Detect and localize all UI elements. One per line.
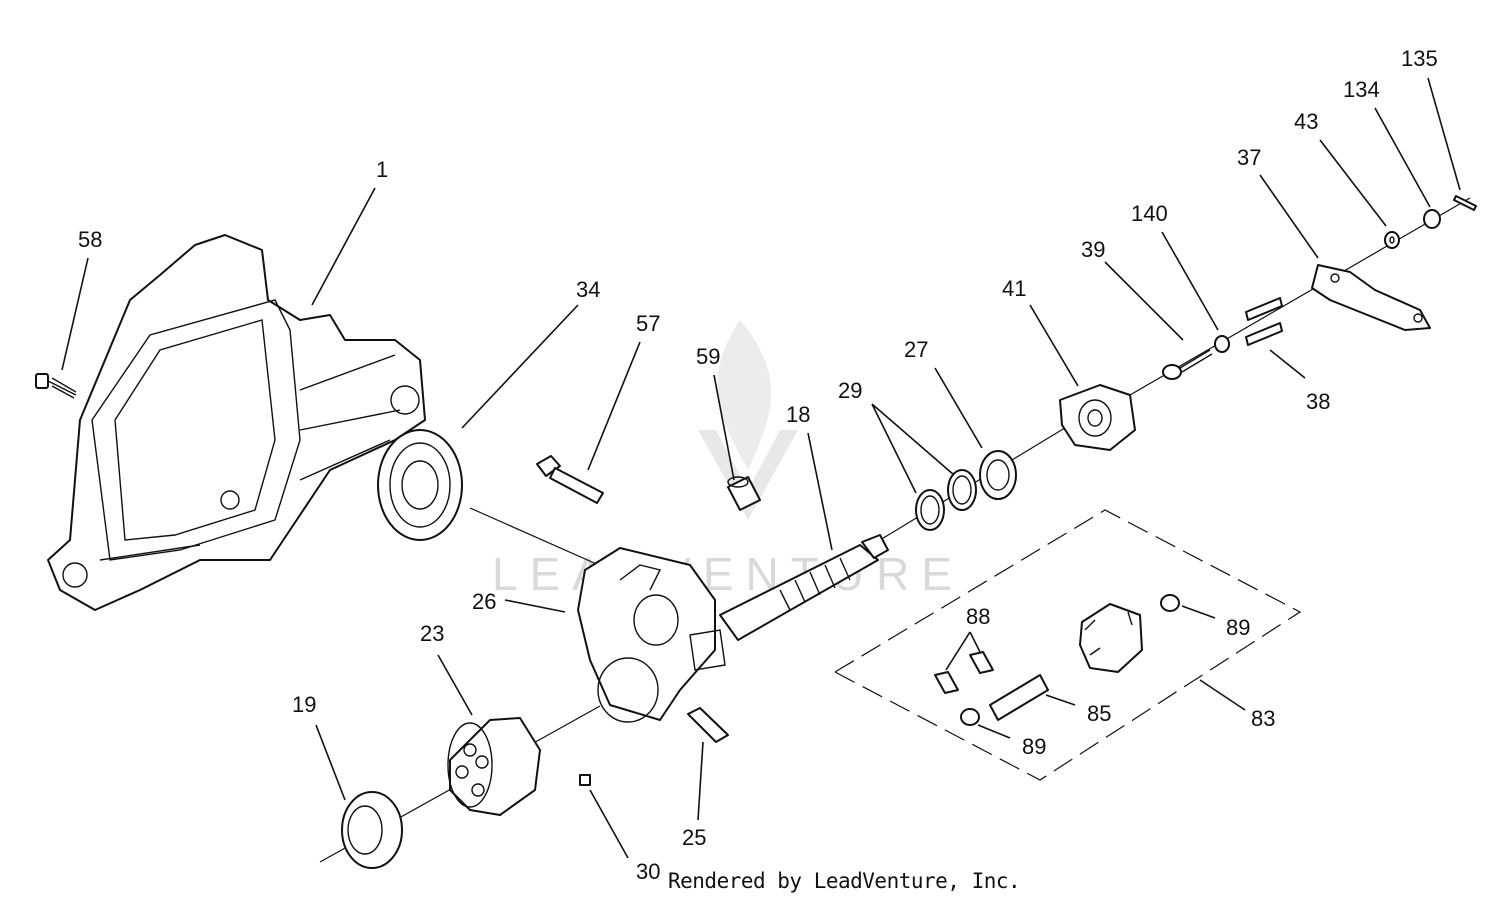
callout-39: 39 bbox=[1081, 237, 1105, 262]
watermark-logo-icon bbox=[717, 320, 772, 470]
callout-89-lower: 89 bbox=[1022, 734, 1046, 759]
bearing-part-27 bbox=[979, 450, 1017, 500]
watermark-text: LEADVENTURE bbox=[492, 548, 964, 600]
callout-88: 88 bbox=[966, 604, 990, 629]
spring-part-39 bbox=[1162, 349, 1213, 380]
valve-part-25 bbox=[687, 707, 729, 743]
cotter-pin-part-135 bbox=[1453, 195, 1477, 211]
callout-135: 135 bbox=[1401, 46, 1438, 71]
credit-line: Rendered by LeadVenture, Inc. bbox=[668, 869, 1021, 893]
callout-37: 37 bbox=[1237, 145, 1261, 170]
callout-26: 26 bbox=[472, 589, 496, 614]
bolt-part-57 bbox=[536, 455, 604, 504]
pin-part-59 bbox=[727, 476, 761, 511]
callout-140: 140 bbox=[1131, 201, 1168, 226]
callout-57: 57 bbox=[636, 311, 660, 336]
callout-18: 18 bbox=[786, 402, 810, 427]
leader-lines bbox=[61, 77, 1461, 859]
center-section-part-26 bbox=[577, 547, 726, 723]
snap-ring-part-29-b bbox=[947, 469, 977, 511]
callout-23: 23 bbox=[420, 621, 444, 646]
callout-38: 38 bbox=[1306, 389, 1330, 414]
cylinder-block-part-23 bbox=[447, 717, 541, 816]
screw-part-58 bbox=[35, 373, 77, 399]
callout-1: 1 bbox=[376, 157, 388, 182]
callout-85: 85 bbox=[1087, 701, 1111, 726]
washer-part-43 bbox=[1384, 231, 1400, 249]
callout-134: 134 bbox=[1343, 77, 1380, 102]
watermark: LEADVENTURE bbox=[492, 320, 964, 600]
callouts: 1 58 34 57 59 18 29 27 41 39 140 37 43 1… bbox=[78, 46, 1438, 884]
callout-89-upper: 89 bbox=[1226, 615, 1250, 640]
dowel-pin-part-38 bbox=[1245, 297, 1283, 346]
nut-part-134 bbox=[1423, 209, 1441, 229]
seal-part-34 bbox=[377, 429, 463, 541]
callout-19: 19 bbox=[292, 692, 316, 717]
housing-part-1 bbox=[47, 234, 426, 611]
nut-part-140 bbox=[1214, 335, 1230, 353]
callout-25: 25 bbox=[682, 825, 706, 850]
key-part-30 bbox=[579, 774, 591, 786]
callout-29: 29 bbox=[838, 378, 862, 403]
callout-58: 58 bbox=[78, 227, 102, 252]
callout-41: 41 bbox=[1002, 276, 1026, 301]
callout-34: 34 bbox=[576, 277, 600, 302]
callout-30: 30 bbox=[636, 859, 660, 884]
gear-assembly-part-83 bbox=[833, 509, 1302, 781]
callout-83: 83 bbox=[1251, 706, 1275, 731]
brake-part-41 bbox=[1059, 384, 1136, 451]
watermark-v-icon bbox=[698, 430, 798, 520]
callout-43: 43 bbox=[1294, 109, 1318, 134]
callout-27: 27 bbox=[904, 337, 928, 362]
shaft-part-18 bbox=[719, 534, 889, 641]
brake-arm-part-37 bbox=[1311, 264, 1431, 331]
callout-59: 59 bbox=[696, 344, 720, 369]
snap-ring-part-29-a bbox=[915, 489, 945, 531]
thrust-bearing-part-19 bbox=[341, 791, 403, 869]
